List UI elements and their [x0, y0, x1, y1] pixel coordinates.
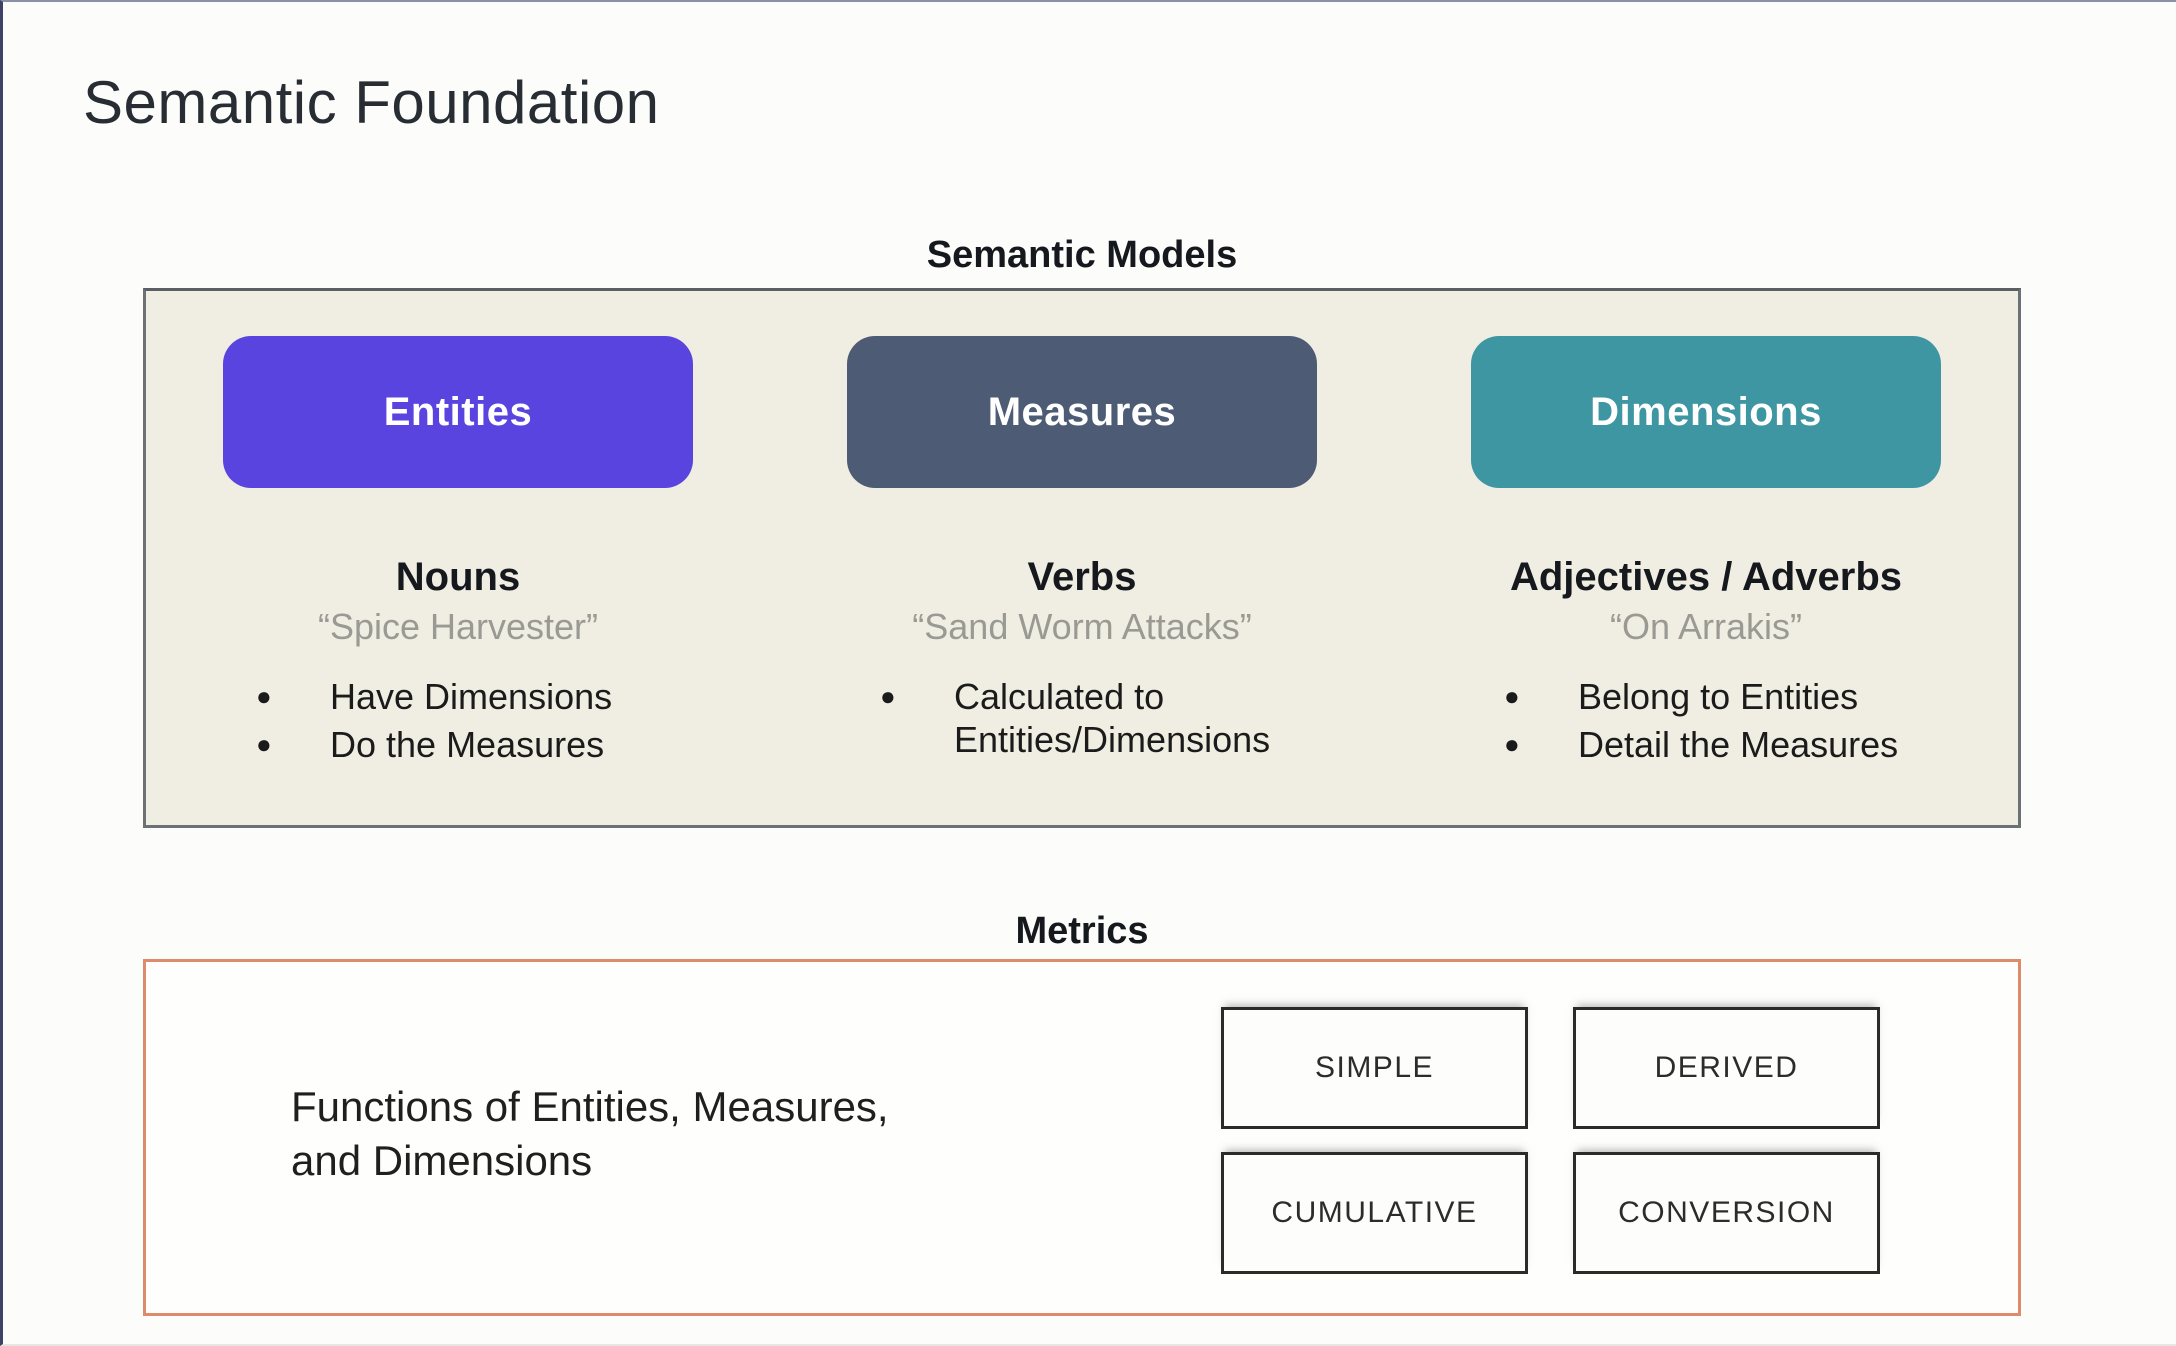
- bullet-text: Belong to Entities: [1578, 676, 1859, 717]
- measures-example-quote: “Sand Worm Attacks”: [912, 606, 1252, 647]
- entities-pill: Entities: [223, 336, 693, 488]
- entities-bullet-list: ● Have Dimensions ● Do the Measures: [218, 675, 698, 771]
- page-title: Semantic Foundation: [83, 69, 660, 136]
- column-entities: Entities Nouns “Spice Harvester” ● Have …: [146, 291, 770, 825]
- bullet-text: Have Dimensions: [330, 676, 613, 717]
- metric-type-conversion: CONVERSION: [1573, 1152, 1880, 1274]
- metrics-panel: Functions of Entities, Measures, and Dim…: [143, 959, 2021, 1316]
- dimensions-role-label: Adjectives / Adverbs: [1509, 555, 1902, 599]
- dimensions-bullet-list: ● Belong to Entities ● Detail the Measur…: [1466, 675, 1946, 771]
- column-measures: Measures Verbs “Sand Worm Attacks” ● Cal…: [770, 291, 1394, 825]
- metrics-description: Functions of Entities, Measures, and Dim…: [291, 1083, 889, 1184]
- measures-role-label: Verbs: [1027, 555, 1137, 599]
- metric-type-derived: DERIVED: [1573, 1007, 1880, 1129]
- measures-bullet-list: ● Calculated to Entities/Dimensions: [842, 675, 1322, 766]
- metrics-heading: Metrics: [1015, 910, 1149, 952]
- list-item: ● Have Dimensions: [218, 675, 698, 718]
- bullet-text: Calculated to Entities/Dimensions: [954, 676, 1271, 761]
- entities-example-quote: “Spice Harvester”: [317, 606, 599, 647]
- list-item: ● Do the Measures: [218, 723, 698, 766]
- list-item: ● Belong to Entities: [1466, 675, 1946, 718]
- list-item: ● Calculated to Entities/Dimensions: [842, 675, 1322, 761]
- metric-type-simple: SIMPLE: [1221, 1007, 1528, 1129]
- entities-role-label: Nouns: [395, 555, 521, 599]
- list-item: ● Detail the Measures: [1466, 723, 1946, 766]
- semantic-models-panel: Entities Nouns “Spice Harvester” ● Have …: [143, 288, 2021, 828]
- semantic-models-heading: Semantic Models: [926, 234, 1238, 276]
- bullet-icon: ●: [880, 681, 896, 711]
- dimensions-example-quote: “On Arrakis”: [1609, 606, 1803, 647]
- bullet-text: Do the Measures: [330, 724, 605, 766]
- bullet-icon: ●: [256, 681, 272, 711]
- bullet-text: Detail the Measures: [1578, 724, 1899, 766]
- metric-types-grid: SIMPLE DERIVED CUMULATIVE CONVERSION: [1221, 1007, 1880, 1274]
- bullet-icon: ●: [256, 729, 272, 760]
- column-dimensions: Dimensions Adjectives / Adverbs “On Arra…: [1394, 291, 2018, 825]
- bullet-icon: ●: [1504, 729, 1520, 760]
- measures-pill: Measures: [847, 336, 1317, 488]
- bullet-icon: ●: [1504, 681, 1520, 711]
- metric-type-cumulative: CUMULATIVE: [1221, 1152, 1528, 1274]
- dimensions-pill: Dimensions: [1471, 336, 1941, 488]
